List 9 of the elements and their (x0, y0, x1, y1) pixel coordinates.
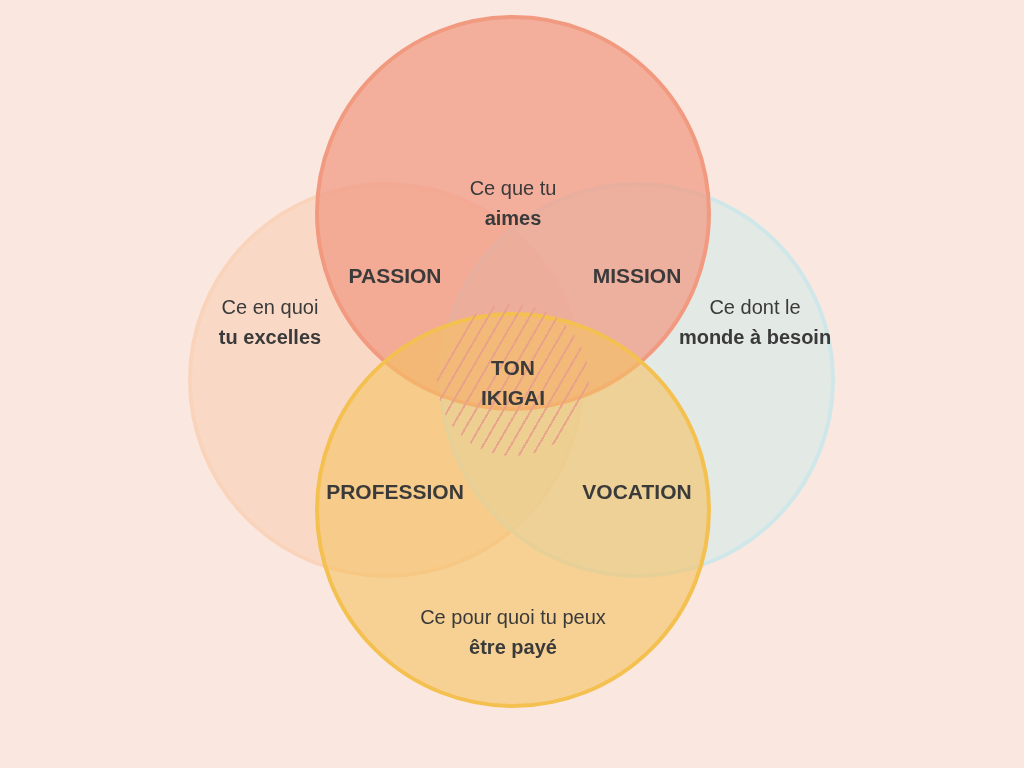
circle-caption: Ce en quoi tu excelles (218, 295, 322, 350)
circle-caption: Ce que tu aimes (469, 176, 557, 231)
region-label: PASSION (347, 263, 443, 289)
circle-caption: Ce pour quoi tu peux être payé (420, 605, 606, 660)
region-label: MISSION (591, 263, 683, 289)
circle-caption: Ce dont le monde à besoin (678, 295, 832, 350)
region-label: PROFESSION (325, 479, 465, 505)
region-label: VOCATION (581, 479, 693, 505)
region-label: TON IKIGAI (479, 355, 547, 411)
